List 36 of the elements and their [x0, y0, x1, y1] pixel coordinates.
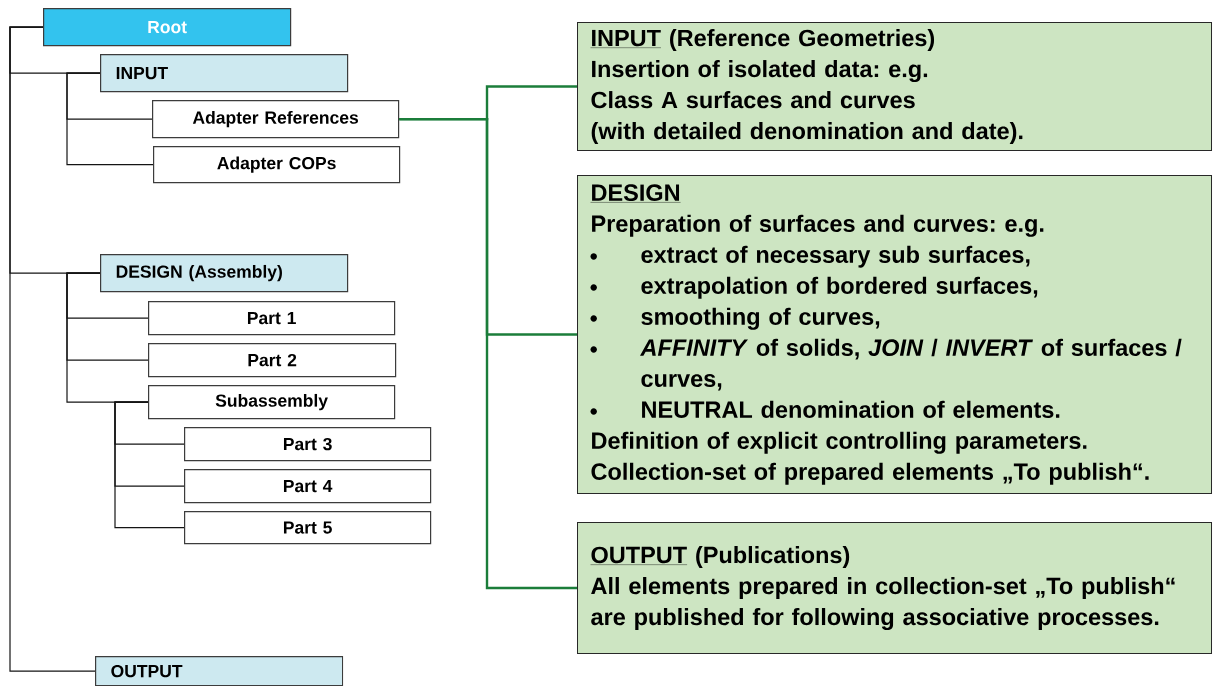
connector-line — [114, 401, 185, 529]
item-box: Part 4 — [184, 469, 432, 504]
body-text: (with detailed denomination and date). — [591, 122, 1023, 144]
connector-line — [9, 26, 96, 672]
body-text: Insertion of isolated data: e.g. — [592, 60, 928, 83]
bullet-item: NEUTRAL denomination of elements. — [590, 400, 1060, 418]
bullet-item: extrapolation of bordered surfaces, — [590, 276, 1038, 299]
item-box: Part 5 — [184, 511, 432, 545]
root-box: Root — [43, 8, 292, 47]
bullet-item: extract of necessary sub surfaces, — [590, 245, 1030, 268]
connector-line — [399, 117, 577, 590]
note-box — [577, 175, 1212, 494]
note-box — [577, 522, 1212, 654]
subtitle-text: (Reference Geometries) — [670, 29, 935, 51]
item-box: Subassembly — [148, 385, 396, 420]
group-box: DESIGN (Assembly) — [100, 254, 349, 293]
item-box: Adapter References — [152, 100, 400, 139]
bullet-item: AFFINITY of solids, JOIN / INVERT of surfaces / curves, — [590, 338, 1182, 391]
body-text: Preparation of surfaces and curves: e.g. — [592, 214, 1044, 237]
bullet-item: smoothing of curves, — [590, 307, 880, 330]
heading-text: OUTPUT — [590, 546, 688, 565]
item-box: Part 2 — [148, 343, 397, 378]
item-box: Part 1 — [148, 301, 396, 336]
note-box — [577, 22, 1212, 151]
body-text: All elements prepared in collection-set „To publish“ are published for following associative processes. — [591, 577, 1175, 630]
group-box: OUTPUT — [95, 656, 344, 686]
subtitle-text: (Publications) — [696, 546, 850, 568]
heading-text: INPUT — [590, 29, 662, 48]
body-text: Class A surfaces and curves — [591, 91, 915, 109]
group-box: INPUT — [100, 54, 349, 93]
item-box: Part 3 — [184, 427, 432, 462]
connector-line — [66, 72, 154, 166]
body-text: Collection-set of prepared elements „To publish“. — [591, 462, 1149, 485]
item-box: Adapter COPs — [153, 146, 401, 184]
heading-text: DESIGN — [590, 184, 681, 203]
body-text: Definition of explicit controlling parameters. — [592, 431, 1087, 454]
